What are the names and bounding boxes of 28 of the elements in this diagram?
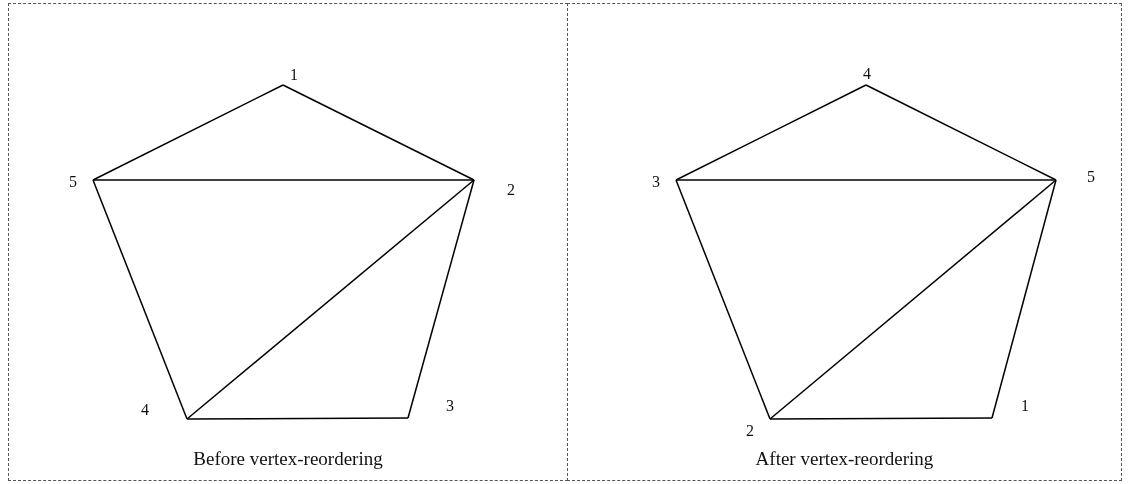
panel-caption: Before vertex-reordering	[193, 448, 383, 470]
panel-caption: After vertex-reordering	[755, 448, 934, 470]
triangle-edge	[92, 179, 188, 420]
vertex-number: 3	[409, 393, 454, 419]
dashed-panel	[567, 3, 1122, 481]
triangle-edge	[865, 84, 1057, 181]
vertex-number: 5	[1057, 166, 1095, 188]
vertex-number: 4	[857, 61, 877, 86]
vertex-number: 4	[141, 399, 188, 420]
triangle-edge	[675, 84, 867, 181]
dashed-panel	[8, 3, 568, 481]
triangle-edge	[769, 417, 993, 420]
triangle-edge	[675, 179, 771, 420]
vertex-number: 5	[69, 171, 94, 193]
vertex-number: 3	[652, 171, 677, 193]
triangle-edge	[92, 84, 284, 181]
triangle-edge	[769, 179, 1057, 420]
vertex-number: 1	[284, 63, 304, 86]
triangle-edge	[186, 417, 409, 420]
triangle-edge	[282, 84, 475, 181]
triangle-edge	[407, 179, 475, 419]
triangle-edge	[186, 179, 475, 420]
vertex-number: 2	[475, 179, 515, 201]
vertex-number: 1	[993, 393, 1029, 419]
triangle-edge	[675, 179, 1057, 181]
vertex-number: 2	[746, 420, 771, 442]
triangle-edge	[92, 179, 475, 181]
triangle-edge	[991, 179, 1057, 419]
